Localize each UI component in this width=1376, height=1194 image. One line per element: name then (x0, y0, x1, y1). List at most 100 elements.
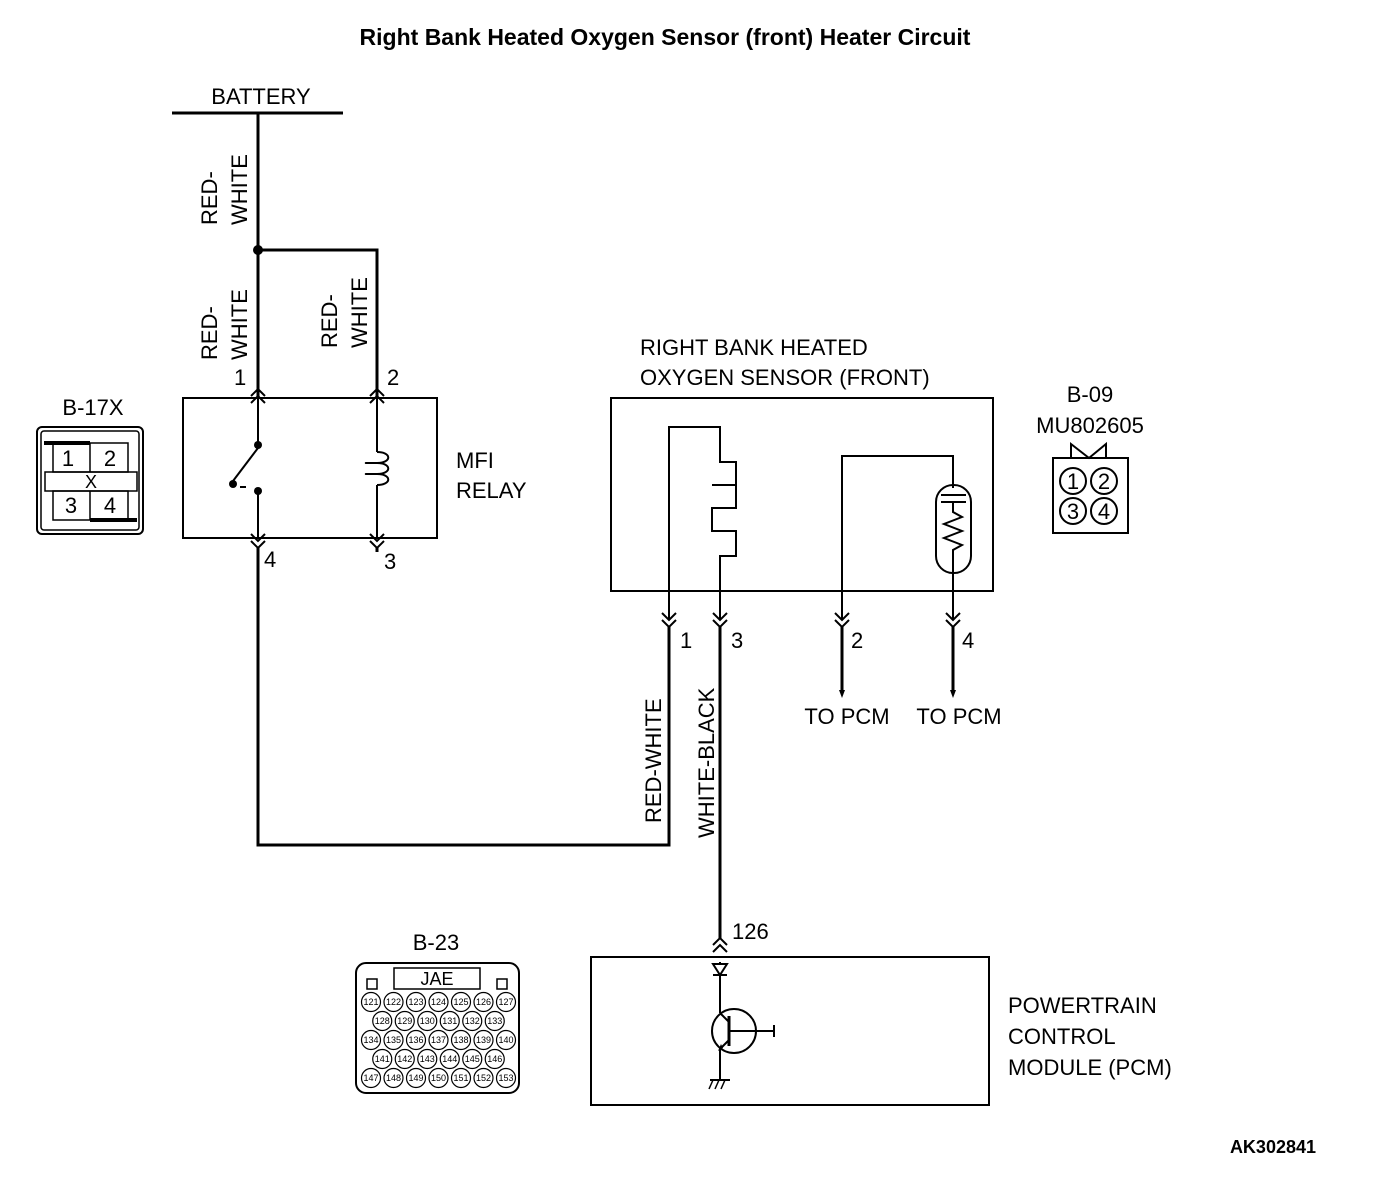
pcm-connector-pin-label: 142 (397, 1054, 412, 1064)
pcm-connector-pin-label: 127 (498, 997, 513, 1007)
wire-color-label-relay-to-sensor: RED-WHITE (641, 698, 666, 823)
pcm-connector-pin: 144 (439, 1048, 460, 1070)
pcm-connector-pin: 147 (360, 1067, 382, 1089)
pcm-connector-pin-label: 126 (476, 997, 491, 1007)
pcm-connector-pin-label: 131 (442, 1016, 457, 1026)
pcm-connector-pin: 150 (428, 1067, 449, 1089)
pcm-connector-pin-label: 141 (375, 1054, 390, 1064)
svg-text:3: 3 (1067, 499, 1079, 524)
pcm-connector-pin-label: 121 (363, 997, 378, 1007)
relay-name-line1: MFI (456, 448, 494, 473)
sensor-pin-4-label: 4 (962, 628, 974, 653)
sensor-heater-element (668, 426, 737, 620)
sensor-name-line1: RIGHT BANK HEATED (640, 335, 868, 360)
pcm-connector-pin: 121 (360, 991, 382, 1013)
pcm-connector-pin: 125 (450, 991, 472, 1013)
pcm-connector-pin-label: 132 (465, 1016, 480, 1026)
relay-pin-3-label: 3 (384, 549, 396, 574)
pcm-connector-pin: 145 (462, 1048, 483, 1070)
pcm-connector-pin: 139 (473, 1029, 494, 1051)
pcm-connector-pin-label: 128 (375, 1016, 390, 1026)
pcm-connector-pin: 133 (484, 1010, 505, 1032)
sensor-sensing-element (841, 455, 972, 620)
pcm-connector-pin: 143 (417, 1048, 438, 1070)
svg-text:1: 1 (1067, 469, 1079, 494)
pcm-connector-pin-label: 135 (386, 1035, 401, 1045)
relay-name-line2: RELAY (456, 478, 527, 503)
pcm-connector-pin-label: 139 (476, 1035, 491, 1045)
svg-text:WHITE-BLACK: WHITE-BLACK (694, 687, 719, 838)
diagram-title: Right Bank Heated Oxygen Sensor (front) … (360, 24, 971, 50)
pcm-connector-pin: 149 (405, 1067, 427, 1089)
pcm-connector-pin-label: 137 (431, 1035, 446, 1045)
pcm-connector-pin-label: 147 (363, 1073, 378, 1083)
svg-text:X: X (85, 472, 97, 492)
sensor-name-line2: OXYGEN SENSOR (FRONT) (640, 365, 930, 390)
pcm-box (590, 956, 990, 1106)
pcm-connector-pin: 131 (439, 1010, 460, 1032)
oxygen-sensor-box (610, 397, 994, 592)
pcm-connector-pin: 137 (428, 1029, 449, 1051)
pcm-connector-id: B-23 (413, 930, 459, 955)
pcm-connector-pin: 148 (383, 1067, 404, 1089)
pcm-connector-pin-label: 134 (363, 1035, 378, 1045)
svg-text:4: 4 (104, 493, 116, 518)
pcm-connector-pin: 123 (405, 991, 427, 1013)
svg-text:RED-: RED- (197, 306, 222, 360)
relay-connector-face: B-17X 1 2 X 3 4 (36, 395, 144, 535)
sensor-pin-1-connector (661, 612, 677, 629)
relay-pin-2-label: 2 (387, 365, 399, 390)
pcm-connector-pin-label: 145 (465, 1054, 480, 1064)
pcm-connector-pin: 128 (372, 1010, 393, 1032)
pcm-connector-pin: 132 (462, 1010, 483, 1032)
sensor-connector-part: MU802605 (1036, 413, 1144, 438)
sensor-connector-face: B-09 MU802605 1 2 3 4 (1036, 382, 1144, 534)
pcm-connector-pin-label: 152 (476, 1073, 491, 1083)
pcm-connector-pin-label: 153 (498, 1073, 513, 1083)
pcm-connector-pin-label: 143 (420, 1054, 435, 1064)
pcm-connector-pin: 129 (394, 1010, 415, 1032)
svg-text:WHITE: WHITE (227, 154, 252, 225)
pcm-connector-pin: 135 (383, 1029, 404, 1051)
pcm-connector-pin: 126 (473, 991, 494, 1013)
pcm-connector-pin: 153 (495, 1067, 517, 1089)
pcm-name-line2: CONTROL (1008, 1024, 1116, 1049)
pcm-pin-126-label: 126 (732, 919, 769, 944)
pcm-connector-pin-label: 124 (431, 997, 446, 1007)
wire-relay-pin2 (258, 248, 379, 398)
relay-connector-id: B-17X (62, 395, 123, 420)
wire-color-label-battery: RED- WHITE (197, 154, 252, 225)
svg-text:WHITE: WHITE (227, 289, 252, 360)
pcm-connector-pin: 152 (473, 1067, 494, 1089)
pcm-connector-pin-label: 144 (442, 1054, 457, 1064)
wire-color-label-pin2: RED- WHITE (317, 277, 372, 348)
pcm-connector-pin: 138 (450, 1029, 472, 1051)
pcm-connector-pin-label: 148 (386, 1073, 401, 1083)
pcm-connector-pin-label: 129 (397, 1016, 412, 1026)
pcm-connector-pin-label: 149 (408, 1073, 423, 1083)
svg-text:RED-WHITE: RED-WHITE (641, 698, 666, 823)
pcm-connector-pin-label: 136 (408, 1035, 423, 1045)
relay-pin-1-connector (250, 387, 266, 404)
svg-text:1: 1 (62, 446, 74, 471)
relay-pin-2-connector (369, 387, 385, 404)
sensor-pin-1-label: 1 (680, 628, 692, 653)
pcm-connector-pin-label: 150 (431, 1073, 446, 1083)
pcm-connector-pin-label: 125 (453, 997, 468, 1007)
svg-text:4: 4 (1098, 499, 1110, 524)
svg-text:2: 2 (1098, 469, 1110, 494)
wire-color-label-pin1: RED- WHITE (197, 289, 252, 360)
pcm-connector-pin: 142 (394, 1048, 415, 1070)
pcm-connector-pin: 130 (417, 1010, 438, 1032)
pcm-connector-pin: 141 (372, 1048, 393, 1070)
pcm-connector-pin-label: 123 (408, 997, 423, 1007)
pcm-connector-pin: 140 (495, 1029, 517, 1051)
relay-coil (364, 398, 390, 538)
to-pcm-label-2: TO PCM (916, 704, 1001, 729)
relay-pin-1-label: 1 (234, 365, 246, 390)
svg-text:WHITE: WHITE (347, 277, 372, 348)
pcm-driver-transistor (708, 962, 775, 1090)
pcm-name-line1: POWERTRAIN (1008, 993, 1157, 1018)
